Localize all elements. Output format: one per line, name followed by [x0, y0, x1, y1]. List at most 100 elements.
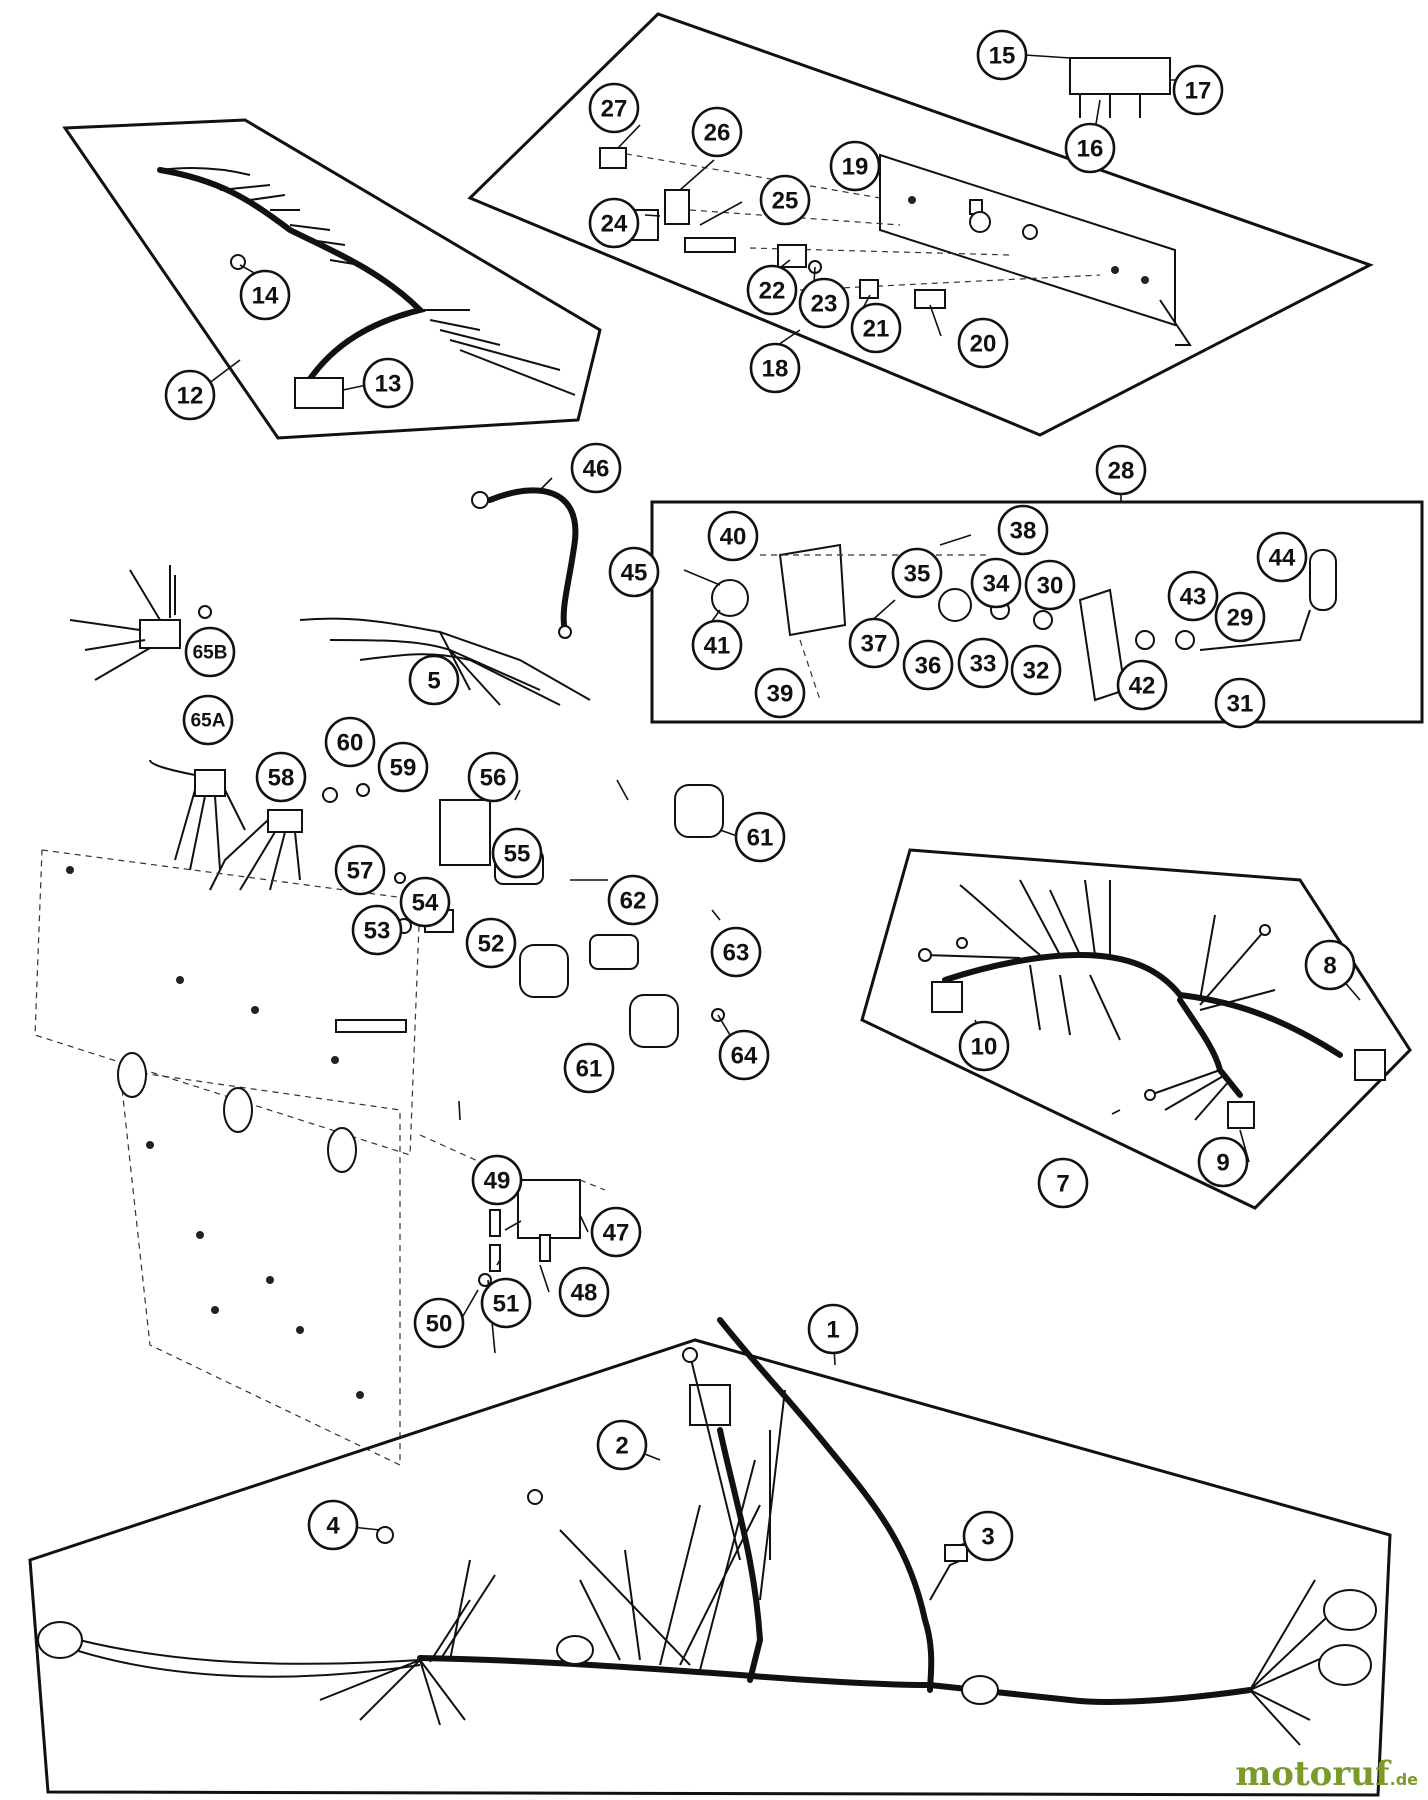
callout-59: 59	[377, 741, 429, 793]
callout-61-bottom: 61	[563, 1042, 615, 1094]
callout-label: 37	[861, 631, 888, 658]
callout-56: 56	[467, 751, 519, 803]
callout-21: 21	[850, 302, 902, 354]
callout-label: 54	[412, 890, 439, 917]
callout-10: 10	[958, 1020, 1010, 1072]
callout-label: 10	[971, 1034, 998, 1061]
callout-label: 16	[1077, 136, 1104, 163]
connectors-65	[69, 565, 370, 891]
callout-label: 41	[704, 633, 731, 660]
callout-label: 30	[1037, 573, 1064, 600]
callout-label: 43	[1180, 584, 1207, 611]
callout-65A: 65A	[182, 694, 234, 746]
callout-label: 19	[842, 154, 869, 181]
callout-label: 45	[621, 560, 648, 587]
callout-44: 44	[1256, 531, 1308, 583]
callout-label: 4	[326, 1513, 340, 1540]
callout-65B: 65B	[184, 626, 236, 678]
callout-60: 60	[324, 716, 376, 768]
callout-19: 19	[829, 140, 881, 192]
callout-58: 58	[255, 751, 307, 803]
callout-label: 31	[1227, 691, 1254, 718]
callout-64: 64	[718, 1029, 770, 1081]
callout-label: 20	[970, 331, 997, 358]
callout-label: 55	[504, 841, 531, 868]
watermark-brand: motoruf	[1235, 1754, 1390, 1794]
callout-49: 49	[471, 1154, 523, 1206]
callout-2: 2	[596, 1419, 648, 1471]
callout-4: 4	[307, 1499, 359, 1551]
callout-9: 9	[1197, 1136, 1249, 1188]
callout-label: 5	[427, 668, 440, 695]
callout-54: 54	[399, 876, 451, 928]
callout-label: 42	[1129, 673, 1156, 700]
callout-36: 36	[902, 639, 954, 691]
cable-46	[471, 487, 579, 639]
callout-32: 32	[1010, 644, 1062, 696]
callout-27: 27	[588, 82, 640, 134]
callout-label: 56	[480, 765, 507, 792]
callout-label: 44	[1269, 545, 1296, 572]
callout-label: 17	[1185, 78, 1212, 105]
callout-label: 48	[571, 1280, 598, 1307]
callout-label: 63	[723, 940, 750, 967]
callout-label: 1	[826, 1317, 839, 1344]
callout-63: 63	[710, 926, 762, 978]
callout-label: 39	[767, 681, 794, 708]
callout-label: 3	[981, 1524, 994, 1551]
callout-label: 58	[268, 765, 295, 792]
callout-label: 29	[1227, 605, 1254, 632]
callout-label: 62	[620, 888, 647, 915]
callout-39: 39	[754, 667, 806, 719]
callout-label: 21	[863, 316, 890, 343]
callout-42: 42	[1116, 659, 1168, 711]
callout-label: 14	[252, 283, 279, 310]
callout-label: 28	[1108, 458, 1135, 485]
mounting-plate	[34, 849, 421, 1466]
callout-20: 20	[957, 317, 1009, 369]
callout-label: 35	[904, 561, 931, 588]
callout-15: 15	[976, 29, 1028, 81]
callout-43: 43	[1167, 570, 1219, 622]
callout-label: 27	[601, 96, 628, 123]
callout-55: 55	[491, 827, 543, 879]
callout-label: 36	[915, 653, 942, 680]
callout-31: 31	[1214, 677, 1266, 729]
main-harness-panel-1	[28, 1317, 1392, 1797]
callout-label: 46	[583, 456, 610, 483]
callout-14: 14	[239, 269, 291, 321]
callout-label: 15	[989, 43, 1016, 70]
callout-label: 2	[615, 1433, 628, 1460]
callout-62: 62	[607, 874, 659, 926]
callout-26: 26	[691, 106, 743, 158]
callout-label: 38	[1010, 518, 1037, 545]
harness-panel-7	[860, 848, 1412, 1210]
callout-33: 33	[957, 637, 1009, 689]
callout-label: 52	[478, 931, 505, 958]
callout-label: 64	[731, 1043, 758, 1070]
callout-label: 26	[704, 120, 731, 147]
callout-label: 40	[720, 524, 747, 551]
callout-3: 3	[962, 1510, 1014, 1562]
callout-label: 18	[762, 356, 789, 383]
callout-38: 38	[997, 504, 1049, 556]
callout-29: 29	[1214, 591, 1266, 643]
callout-57: 57	[334, 844, 386, 896]
callout-34: 34	[970, 557, 1022, 609]
callout-1: 1	[807, 1303, 859, 1355]
callout-25: 25	[759, 174, 811, 226]
callout-label: 53	[364, 918, 391, 945]
callout-label: 59	[390, 755, 417, 782]
callout-label: 7	[1056, 1171, 1069, 1198]
callout-7: 7	[1037, 1157, 1089, 1209]
callout-label: 8	[1323, 953, 1336, 980]
callout-label: 61	[576, 1056, 603, 1083]
harness-panel-12	[62, 118, 602, 440]
callout-35: 35	[891, 547, 943, 599]
callout-5: 5	[408, 654, 460, 706]
callout-30: 30	[1024, 559, 1076, 611]
callout-40: 40	[707, 510, 759, 562]
callout-label: 47	[603, 1220, 630, 1247]
callout-label: 34	[983, 571, 1010, 598]
